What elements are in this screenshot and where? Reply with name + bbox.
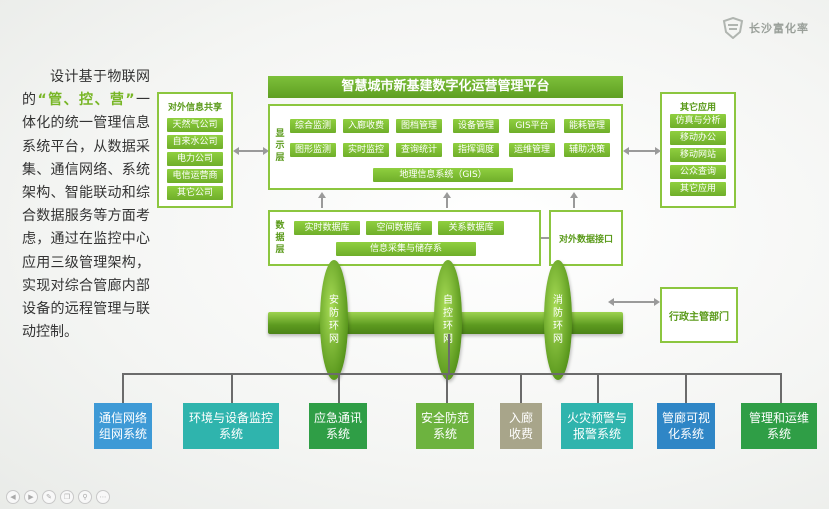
external-item-0[interactable]: 天然气公司 <box>167 118 223 132</box>
other-apps-title: 其它应用 <box>679 103 716 113</box>
zoom-icon[interactable]: ⚲ <box>78 490 92 504</box>
admin-dept-label: 行政主管部门 <box>669 311 729 323</box>
drop-line <box>446 373 448 403</box>
external-item-2[interactable]: 电力公司 <box>167 152 223 166</box>
up-arrow-icon <box>318 192 326 198</box>
subsystem-2[interactable]: 应急通讯系统 <box>309 403 367 449</box>
subsystem-6-label: 管廊可视化系统 <box>661 411 710 441</box>
display-item-9[interactable]: 指挥调度 <box>453 143 499 157</box>
display-item-3[interactable]: 设备管理 <box>453 119 499 133</box>
admin-dept-box[interactable]: 行政主管部门 <box>660 287 738 343</box>
subsystem-4[interactable]: 入廊收费 <box>500 403 542 449</box>
data-layer-panel: 数据层 实时数据库 空间数据库 关系数据库 信息采集与储存系 <box>268 210 541 266</box>
company-logo: 长沙富化率 <box>722 16 809 40</box>
display-layer-label: 显示层 <box>275 129 285 163</box>
subsystem-0[interactable]: 通信网络组网系统 <box>94 403 152 449</box>
next-icon[interactable]: ▶ <box>24 490 38 504</box>
copy-icon[interactable]: ❐ <box>60 490 74 504</box>
subsystem-6[interactable]: 管廊可视化系统 <box>657 403 715 449</box>
subsystem-7-label: 管理和运维系统 <box>748 411 809 441</box>
drop-line <box>597 373 599 403</box>
subsystem-2-label: 应急通讯系统 <box>313 411 362 441</box>
other-app-0[interactable]: 仿真与分析 <box>670 114 726 128</box>
distribution-line <box>122 373 782 375</box>
external-item-4[interactable]: 其它公司 <box>167 186 223 200</box>
shield-logo-icon <box>722 17 744 39</box>
external-sharing-title: 对外信息共享 <box>167 103 222 113</box>
display-item-4[interactable]: GIS平台 <box>509 119 555 133</box>
subsystem-0-label: 通信网络组网系统 <box>98 411 147 441</box>
prev-icon[interactable]: ◀ <box>6 490 20 504</box>
subsystem-5-label: 火灾预警与报警系统 <box>566 411 627 441</box>
pen-icon[interactable]: ✎ <box>42 490 56 504</box>
display-item-2[interactable]: 图档管理 <box>396 119 442 133</box>
display-item-10[interactable]: 运维管理 <box>509 143 555 157</box>
drop-line <box>520 373 522 403</box>
spatial-db[interactable]: 空间数据库 <box>366 221 432 235</box>
display-layer-panel: 显示层 综合监测 入廊收费 图档管理 设备管理 GIS平台 能耗管理 图形监测 … <box>268 104 623 190</box>
external-item-1[interactable]: 自来水公司 <box>167 135 223 149</box>
subsystem-3[interactable]: 安全防范系统 <box>416 403 474 449</box>
security-ring-network[interactable]: 安防环网 <box>320 260 348 380</box>
connector-line <box>321 198 323 208</box>
connector-line <box>573 198 575 208</box>
drop-line <box>338 373 340 403</box>
other-app-4[interactable]: 其它应用 <box>670 182 726 196</box>
display-item-5[interactable]: 能耗管理 <box>564 119 610 133</box>
fire-ring-network[interactable]: 消防环网 <box>544 260 572 380</box>
relational-db[interactable]: 关系数据库 <box>438 221 504 235</box>
display-item-11[interactable]: 辅助决策 <box>564 143 610 157</box>
subsystem-7[interactable]: 管理和运维系统 <box>741 403 817 449</box>
gis-system[interactable]: 地理信息系统（GIS） <box>373 168 513 182</box>
subsystem-1[interactable]: 环境与设备监控系统 <box>183 403 279 449</box>
drop-line <box>780 373 782 403</box>
subsystem-5[interactable]: 火灾预警与报警系统 <box>561 403 633 449</box>
connector-line <box>446 198 448 208</box>
subsystem-4-label: 入廊收费 <box>508 411 533 441</box>
right-double-arrow <box>623 147 661 155</box>
display-item-7[interactable]: 实时监控 <box>343 143 389 157</box>
info-collect-system[interactable]: 信息采集与储存系 <box>336 242 476 256</box>
display-item-0[interactable]: 综合监测 <box>290 119 336 133</box>
external-item-3[interactable]: 电信运营商 <box>167 169 223 183</box>
subsystem-1-label: 环境与设备监控系统 <box>188 411 273 441</box>
drop-line <box>685 373 687 403</box>
data-layer-label: 数据层 <box>275 221 285 255</box>
description-part1: 设计基于物联网的 <box>22 69 150 109</box>
platform-title: 智慧城市新基建数字化运营管理平台 <box>268 76 623 98</box>
subsystem-3-label: 安全防范系统 <box>420 411 469 441</box>
presentation-toolbar: ◀ ▶ ✎ ❐ ⚲ ⋯ <box>6 490 110 504</box>
drop-line <box>231 373 233 403</box>
interface-arrow <box>541 237 549 239</box>
external-data-interface-label: 对外数据接口 <box>558 234 613 245</box>
display-item-6[interactable]: 图形监测 <box>290 143 336 157</box>
drop-line <box>122 373 124 403</box>
other-app-1[interactable]: 移动办公 <box>670 131 726 145</box>
admin-double-arrow <box>608 298 660 306</box>
display-item-8[interactable]: 查询统计 <box>396 143 442 157</box>
left-double-arrow <box>233 147 269 155</box>
description-text: 设计基于物联网的“管、控、营”一体化的统一管理信息系统平台，从数据采集、通信网络… <box>22 66 150 344</box>
other-app-3[interactable]: 公众查询 <box>670 165 726 179</box>
up-arrow-icon <box>443 192 451 198</box>
external-data-interface[interactable]: 对外数据接口 <box>549 210 623 266</box>
description-part2: 一体化的统一管理信息系统平台，从数据采集、通信网络、系统架构、智能联动和综合数据… <box>22 92 151 341</box>
display-item-1[interactable]: 入廊收费 <box>343 119 389 133</box>
more-icon[interactable]: ⋯ <box>96 490 110 504</box>
realtime-db[interactable]: 实时数据库 <box>294 221 360 235</box>
fire-ring-label: 消防环网 <box>553 295 563 345</box>
logo-text: 长沙富化率 <box>749 22 809 35</box>
security-ring-label: 安防环网 <box>329 295 339 345</box>
other-apps-panel: 其它应用 仿真与分析 移动办公 移动网站 公众查询 其它应用 <box>660 92 736 208</box>
trunk-line <box>448 334 450 374</box>
up-arrow-icon <box>570 192 578 198</box>
external-sharing-panel: 对外信息共享 天然气公司 自来水公司 电力公司 电信运营商 其它公司 <box>157 92 233 208</box>
other-app-2[interactable]: 移动网站 <box>670 148 726 162</box>
description-highlight: “管、控、营” <box>37 92 135 109</box>
